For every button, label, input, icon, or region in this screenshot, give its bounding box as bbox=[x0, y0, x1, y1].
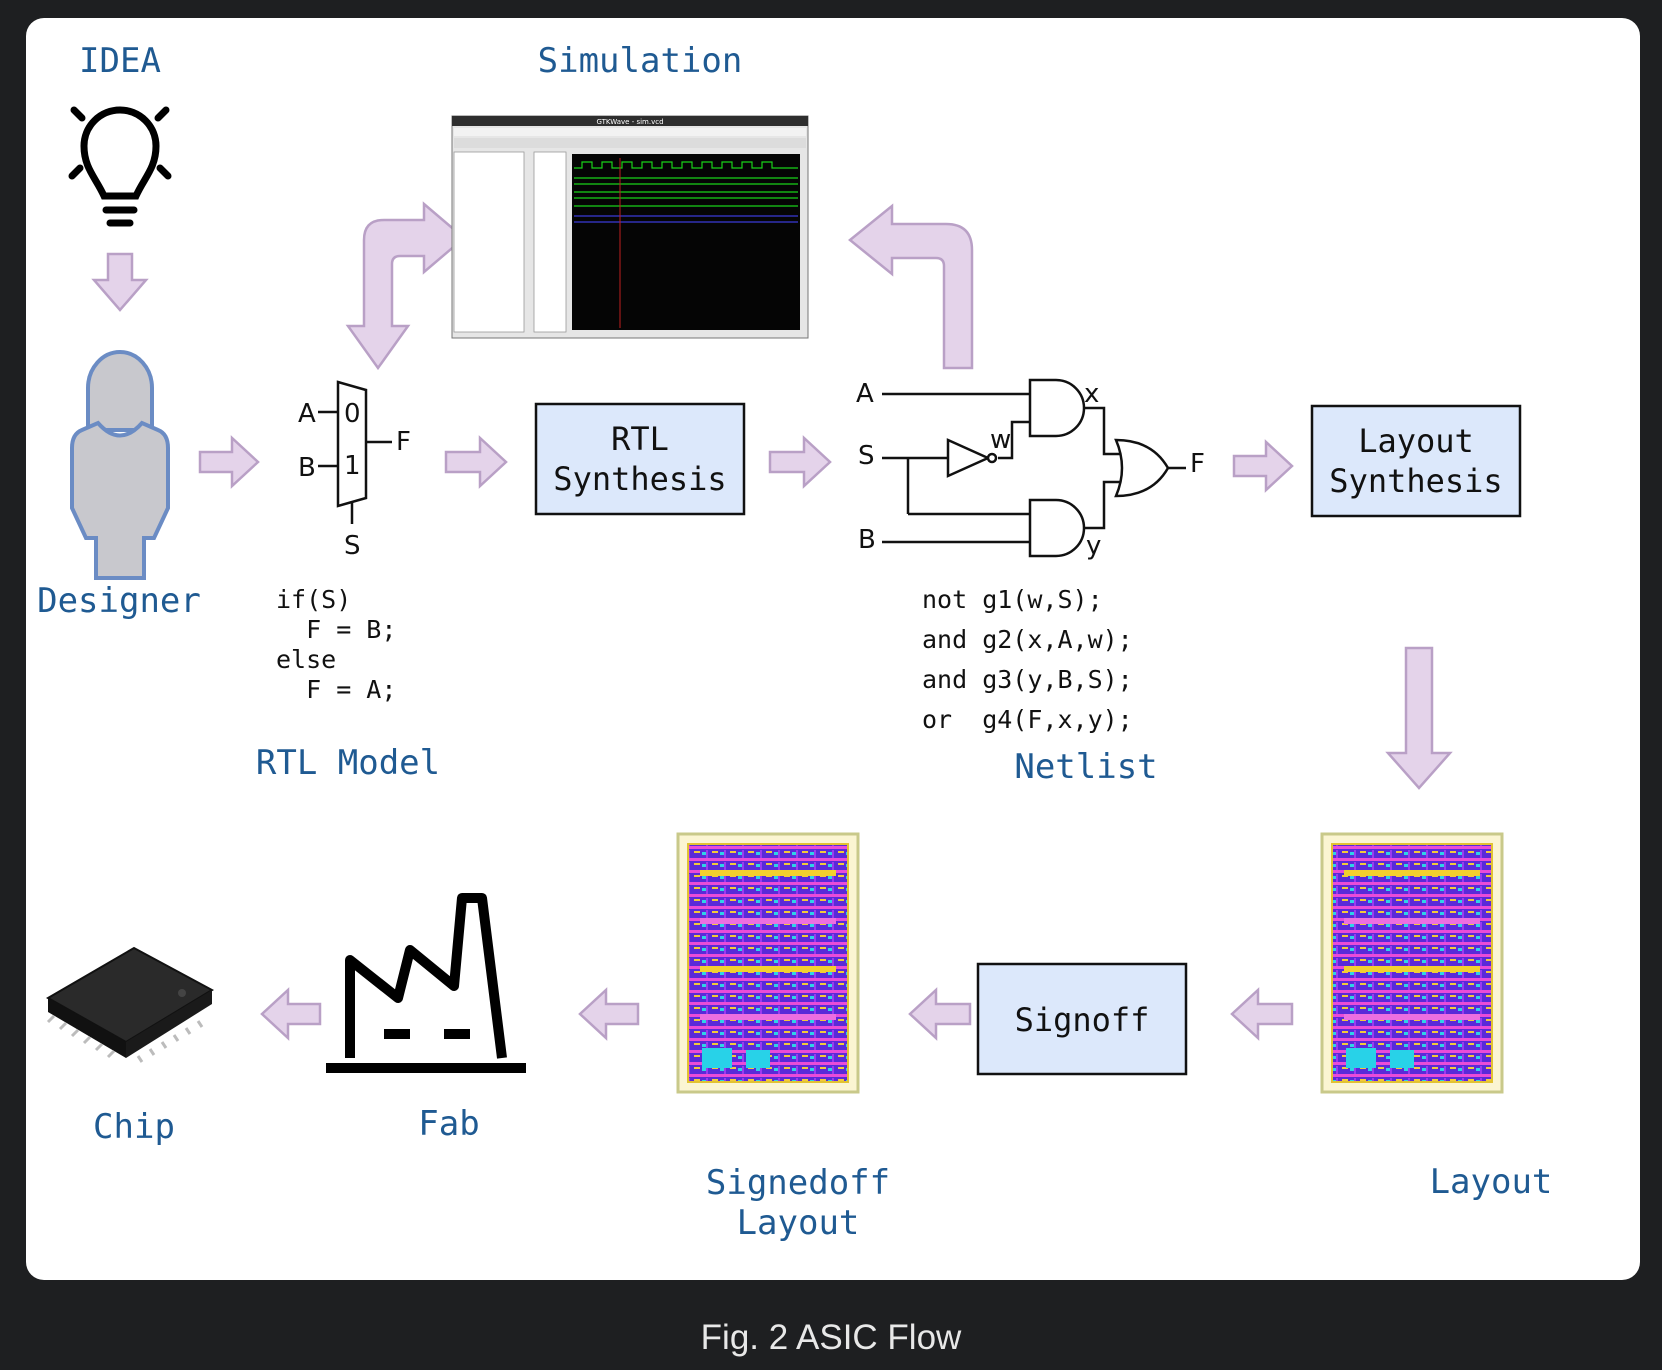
rtl-code-line: else bbox=[276, 645, 336, 674]
arrow-idea-to-designer bbox=[91, 252, 149, 312]
netlist-output-f: F bbox=[1190, 449, 1205, 479]
arrow-rtl-to-simulation bbox=[345, 201, 466, 371]
layout-synthesis-line2: Synthesis bbox=[1329, 462, 1502, 500]
mux-select: S bbox=[344, 531, 361, 561]
fab-label: Fab bbox=[418, 1104, 479, 1144]
netlist-schematic: A S B w x y F bbox=[856, 378, 1205, 561]
arrow-netlist-to-layout-synthesis bbox=[1232, 439, 1294, 493]
netlist-code-line: not g1(w,S); bbox=[922, 585, 1103, 614]
not-gate-g1 bbox=[946, 438, 992, 478]
and-gate-g2 bbox=[1028, 378, 1086, 438]
simulation-window: GTKWave - sim.vcd bbox=[451, 115, 809, 339]
lightbulb-icon bbox=[68, 106, 172, 227]
rtl-code: if(S) F = B; else F = A; bbox=[276, 585, 396, 704]
designer-person-icon bbox=[70, 350, 170, 580]
rtl-synthesis-line1: RTL bbox=[611, 420, 669, 458]
netlist-wire-w: w bbox=[990, 425, 1011, 455]
mux-input-b: B bbox=[298, 453, 316, 483]
netlist-code-line: or g4(F,x,y); bbox=[922, 705, 1133, 734]
rtl-code-line: F = B; bbox=[276, 615, 396, 644]
arrow-layout-synthesis-to-layout bbox=[1385, 646, 1453, 790]
netlist-label: Netlist bbox=[1014, 747, 1157, 787]
netlist-wire-x: x bbox=[1084, 379, 1099, 409]
rtl-synthesis-line2: Synthesis bbox=[553, 460, 726, 498]
rtl-synthesis-box: RTL Synthesis bbox=[534, 402, 746, 516]
arrow-designer-to-rtl bbox=[198, 435, 260, 489]
layout-chip-image bbox=[1320, 832, 1504, 1094]
netlist-code-line: and g3(y,B,S); bbox=[922, 665, 1133, 694]
arrow-synthesis-to-netlist bbox=[768, 435, 832, 489]
chip-label: Chip bbox=[93, 1107, 175, 1147]
netlist-pin-b: B bbox=[858, 525, 876, 555]
layout-synthesis-line1: Layout bbox=[1358, 422, 1474, 460]
signedoff-layout-chip-image bbox=[676, 832, 860, 1094]
designer-label: Designer bbox=[37, 581, 201, 621]
mux-sel0: 0 bbox=[344, 399, 361, 429]
or-gate-g4 bbox=[1114, 438, 1170, 498]
signoff-text: Signoff bbox=[1015, 1001, 1150, 1039]
layout-label: Layout bbox=[1430, 1162, 1553, 1202]
arrow-netlist-to-simulation bbox=[848, 203, 974, 370]
signoff-box: Signoff bbox=[976, 962, 1188, 1076]
factory-icon bbox=[326, 893, 526, 1073]
layout-synthesis-box: Layout Synthesis bbox=[1310, 404, 1522, 518]
rtl-code-line: if(S) bbox=[276, 585, 351, 614]
arrow-layout-to-signoff bbox=[1230, 987, 1294, 1041]
arrow-signoff-to-signedoff bbox=[908, 987, 972, 1041]
idea-label: IDEA bbox=[79, 41, 161, 81]
diagram-card: IDEA Simulation Designer RTL Model Netli… bbox=[26, 18, 1640, 1280]
mux-input-a: A bbox=[298, 399, 316, 429]
chip-icon bbox=[45, 946, 215, 1063]
arrow-signedoff-to-fab bbox=[578, 987, 640, 1041]
netlist-pin-a: A bbox=[856, 379, 874, 409]
figure-caption: Fig. 2 ASIC Flow bbox=[700, 1318, 962, 1357]
rtl-code-line: F = A; bbox=[276, 675, 396, 704]
mux-output: F bbox=[396, 427, 411, 457]
mux-sel1: 1 bbox=[344, 451, 361, 481]
and-gate-g3 bbox=[1028, 498, 1086, 558]
multiplexer-symbol: A B 0 1 F S bbox=[298, 380, 411, 561]
asic-flow-diagram: IDEA Simulation Designer RTL Model Netli… bbox=[37, 41, 1553, 1243]
rtl-model-label: RTL Model bbox=[256, 743, 440, 783]
simulation-label: Simulation bbox=[538, 41, 743, 81]
netlist-code: not g1(w,S); and g2(x,A,w); and g3(y,B,S… bbox=[922, 585, 1133, 734]
netlist-code-line: and g2(x,A,w); bbox=[922, 625, 1133, 654]
signedoff-layout-label-line1: Signedoff bbox=[706, 1163, 890, 1203]
signedoff-layout-label-line2: Layout bbox=[737, 1203, 860, 1243]
arrow-fab-to-chip bbox=[260, 987, 322, 1041]
arrow-rtl-to-synthesis bbox=[444, 435, 508, 489]
simulation-window-title: GTKWave - sim.vcd bbox=[596, 118, 663, 126]
netlist-wire-y: y bbox=[1086, 531, 1101, 561]
netlist-pin-s: S bbox=[858, 441, 875, 471]
